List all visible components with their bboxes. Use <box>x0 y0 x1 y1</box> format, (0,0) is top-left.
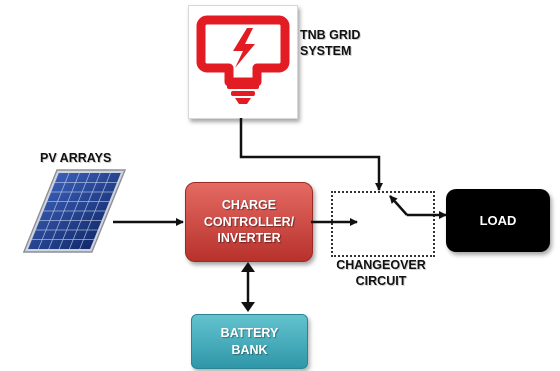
changeover-line1: CHANGEOVER <box>336 258 426 272</box>
battery-line1: BATTERY <box>220 325 279 340</box>
charge-controller-inverter-block: CHARGE CONTROLLER/ INVERTER <box>185 182 313 262</box>
battery-bank-block: BATTERY BANK <box>191 314 308 369</box>
grid-label: TNB GRID SYSTEM <box>300 28 360 59</box>
grid-to-changeover-arrow <box>239 118 383 191</box>
changeover-line2: CIRCUIT <box>355 273 407 288</box>
grid-icon-box <box>188 5 298 119</box>
pv-arrays-label: PV ARRAYS <box>40 151 112 165</box>
charge-line2: CONTROLLER/ <box>203 214 295 229</box>
charge-line3: INVERTER <box>217 231 281 246</box>
power-plug-lightning-icon <box>196 15 290 104</box>
grid-label-line2: SYSTEM <box>300 43 352 58</box>
switch-arm <box>389 195 408 216</box>
grid-label-line1: TNB GRID <box>300 28 361 42</box>
changeover-label: CHANGEOVER CIRCUIT <box>329 258 433 289</box>
load-block: LOAD <box>446 189 550 252</box>
charge-line1: CHARGE <box>221 197 277 212</box>
battery-line2: BANK <box>231 342 268 357</box>
changeover-circuit-box <box>331 191 435 257</box>
